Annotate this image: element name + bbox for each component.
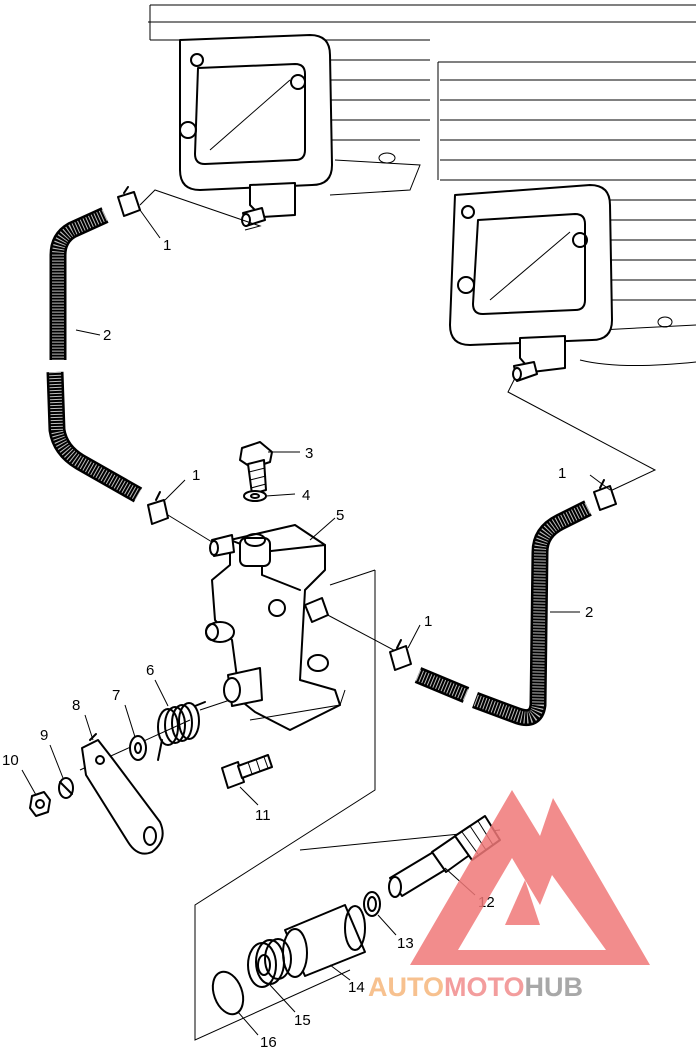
callout-16: 16 xyxy=(260,1034,277,1049)
oil-pump-body xyxy=(205,524,346,731)
hose-clamp-1 xyxy=(117,186,141,217)
watermark-moto: MOTO xyxy=(444,972,525,1002)
callout-15: 15 xyxy=(294,1012,311,1029)
callout-11: 11 xyxy=(255,807,271,824)
callout-13: 13 xyxy=(397,935,414,952)
washer-7 xyxy=(129,735,147,761)
callout-1b: 1 xyxy=(192,467,200,484)
automotohub-watermark: AUTOMOTOHUB xyxy=(368,790,650,1002)
callout-4: 4 xyxy=(302,487,310,504)
control-lever xyxy=(81,733,164,855)
o-ring-13 xyxy=(363,891,381,917)
bushing-sleeve xyxy=(282,904,366,978)
mounting-bolt xyxy=(221,754,273,789)
callout-3: 3 xyxy=(305,445,313,462)
sealing-washer xyxy=(243,490,267,502)
watermark-hub: HUB xyxy=(525,972,584,1002)
callout-9: 9 xyxy=(40,727,48,744)
callout-2a: 2 xyxy=(103,327,111,344)
callout-5: 5 xyxy=(336,507,344,524)
watermark-inner-triangle xyxy=(505,880,540,925)
callout-leaders xyxy=(21,209,611,1036)
callout-14: 14 xyxy=(348,979,365,996)
exhaust-flange-right xyxy=(449,184,613,382)
oil-hose-left xyxy=(46,207,143,503)
watermark-auto: AUTO xyxy=(368,972,444,1002)
oil-hose-right xyxy=(414,500,592,727)
exhaust-flange-left xyxy=(179,34,333,227)
hose-clamp-2 xyxy=(147,491,169,525)
lock-washer xyxy=(58,777,74,799)
callout-8: 8 xyxy=(72,697,80,714)
o-ring-16 xyxy=(211,970,245,1016)
watermark-text: AUTOMOTOHUB xyxy=(368,972,583,1002)
lock-nut xyxy=(29,791,51,817)
hose-clamp-4 xyxy=(389,639,412,671)
drive-gear-shaft xyxy=(388,815,501,898)
cylinder-right xyxy=(437,61,696,367)
callout-10: 10 xyxy=(2,752,19,769)
callout-2b: 2 xyxy=(585,604,593,621)
banjo-screw xyxy=(239,441,273,495)
callout-1a: 1 xyxy=(163,237,171,254)
callout-6: 6 xyxy=(146,662,154,679)
hose-clamp-3 xyxy=(593,479,617,511)
return-spring xyxy=(157,701,206,761)
callout-7: 7 xyxy=(112,687,120,704)
oil-seal xyxy=(247,938,292,988)
callout-1c: 1 xyxy=(558,465,566,482)
watermark-triangle-logo xyxy=(410,790,650,965)
callout-1d: 1 xyxy=(424,613,432,630)
